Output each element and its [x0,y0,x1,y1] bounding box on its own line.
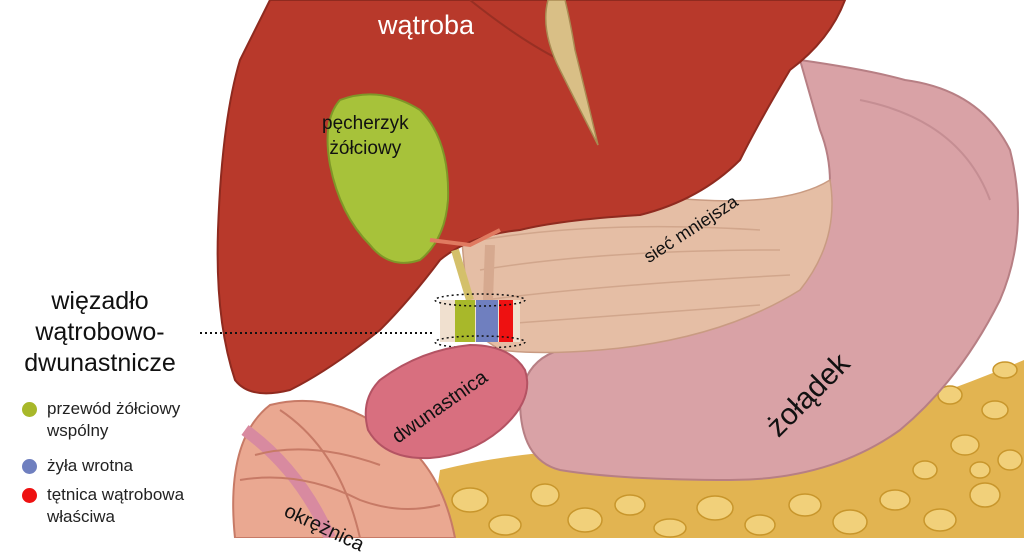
ligament-label-line1: więzadło [51,287,149,315]
hepatic-artery-dot-icon [22,488,37,503]
fat-tissue [430,360,1024,538]
gallbladder [326,93,450,264]
hilum-vessels [429,228,501,302]
legend-bile-duct-line2: wspólny [47,421,109,440]
gallbladder-label: pęcherzyk żółciowy [322,111,409,161]
portal-vein-dot-icon [22,459,37,474]
legend-portal-vein-line1: żyła wrotna [47,456,133,475]
gallbladder-label-line2: żółciowy [329,138,402,159]
legend-item-portal-vein: żyła wrotna [22,455,133,477]
gallbladder-label-line1: pęcherzyk [322,113,409,134]
legend-hepatic-artery-line2: właściwa [47,507,116,526]
legend-item-bile-duct: przewód żółciowy wspólny [22,398,180,442]
legend-item-hepatic-artery: tętnica wątrobowa właściwa [22,484,184,528]
legend-hepatic-artery-line1: tętnica wątrobowa [47,485,185,504]
duodenum [364,343,529,460]
ligament-label: więzadło wątrobowo- dwunastnicze [0,286,200,379]
colon [232,399,457,538]
liver-label: wątroba [378,10,475,40]
bile-duct-dot-icon [22,402,37,417]
legend-bile-duct-line1: przewód żółciowy [47,399,181,418]
anatomy-illustration [200,0,1024,538]
ligament-label-line3: dwunastnicze [24,349,176,377]
ligament-label-line2: wątrobowo- [35,318,165,346]
hepatoduodenal-ligament [200,293,526,349]
